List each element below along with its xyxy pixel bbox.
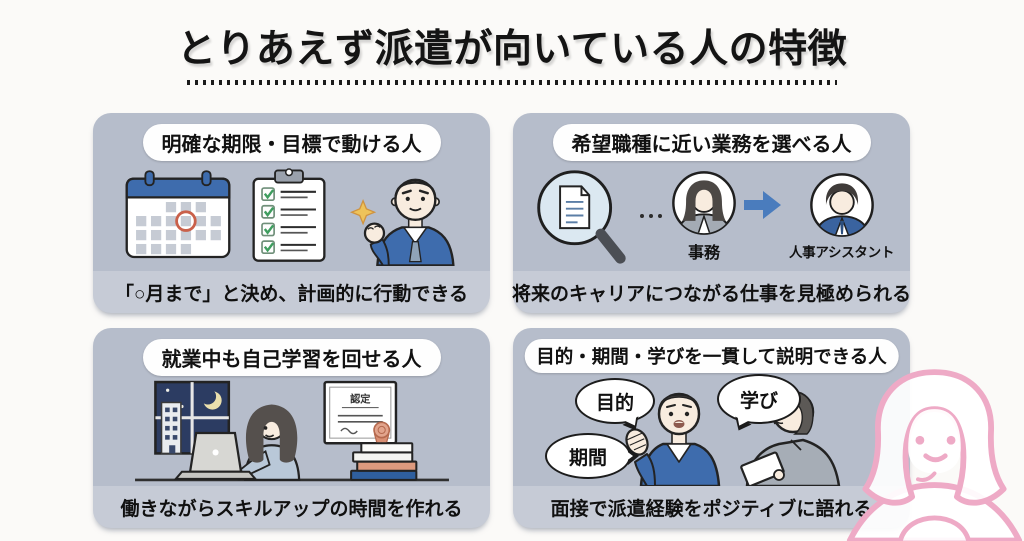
books-icon (349, 442, 417, 481)
panel-caption: 将来のキャリアにつながる仕事を見極められる (512, 271, 911, 313)
panel-illustration (93, 161, 490, 271)
pink-woman-mascot-icon (846, 369, 1023, 541)
sparkle-icon (349, 199, 376, 226)
role-label: 人事アシスタント (788, 244, 895, 260)
dotted-connector (639, 214, 662, 218)
studying-woman-icon (233, 404, 300, 482)
panel-job-selection: 希望職種に近い業務を選べる人 (512, 113, 911, 313)
panel-deadline-goal: 明確な期限・目標で動ける人 (93, 113, 490, 313)
panel-illustration: 事務 (513, 161, 910, 271)
speech-bubble-period: 期間 (545, 433, 639, 479)
calendar-icon (125, 170, 230, 259)
role-label: 事務 (687, 244, 720, 262)
office-worker-icon (672, 170, 736, 235)
checklist-icon (251, 168, 326, 262)
speech-bubble-purpose: 目的 (575, 378, 655, 424)
arrow-right-icon (743, 191, 781, 219)
panel-self-study: 就業中も自己学習を回せる人 (93, 328, 490, 528)
panel-consistent-explanation: 目的・期間・学びを一貫して説明できる人 目的 学び 期間 (513, 328, 910, 528)
panel-grid: 明確な期限・目標で動ける人 (93, 113, 911, 528)
panel-illustration: 認定 (93, 376, 490, 486)
speech-bubble-learning: 学び (717, 374, 801, 424)
hr-assistant-icon (809, 172, 874, 237)
laptop-icon (173, 431, 258, 480)
panel-header: 目的・期間・学びを一貫して説明できる人 (524, 339, 899, 373)
study-scene-icon: 認定 (134, 380, 449, 482)
candidate-man-icon (625, 392, 721, 486)
determined-man-icon (349, 178, 455, 266)
title-block: とりあえず派遣が向いている人の特徴 (0, 0, 1024, 85)
next-role-figure: 人事アシスタント (789, 172, 894, 261)
title-dotted-underline (187, 79, 837, 85)
certificate-label: 認定 (350, 392, 371, 405)
panel-caption: 働きながらスキルアップの時間を作れる (93, 486, 490, 528)
panel-header: 希望職種に近い業務を選べる人 (552, 124, 871, 161)
current-role-figure: 事務 (671, 170, 737, 263)
panel-caption: 面接で派遣経験をポジティブに語れる (513, 486, 910, 528)
panel-caption: 「○月まで」と決め、計画的に行動できる (93, 271, 490, 313)
panel-header: 明確な期限・目標で動ける人 (142, 124, 441, 161)
page-title: とりあえず派遣が向いている人の特徴 (176, 28, 848, 71)
certificate-icon: 認定 (322, 380, 397, 452)
panel-header: 就業中も自己学習を回せる人 (142, 339, 441, 376)
magnifier-document-icon (537, 170, 626, 264)
